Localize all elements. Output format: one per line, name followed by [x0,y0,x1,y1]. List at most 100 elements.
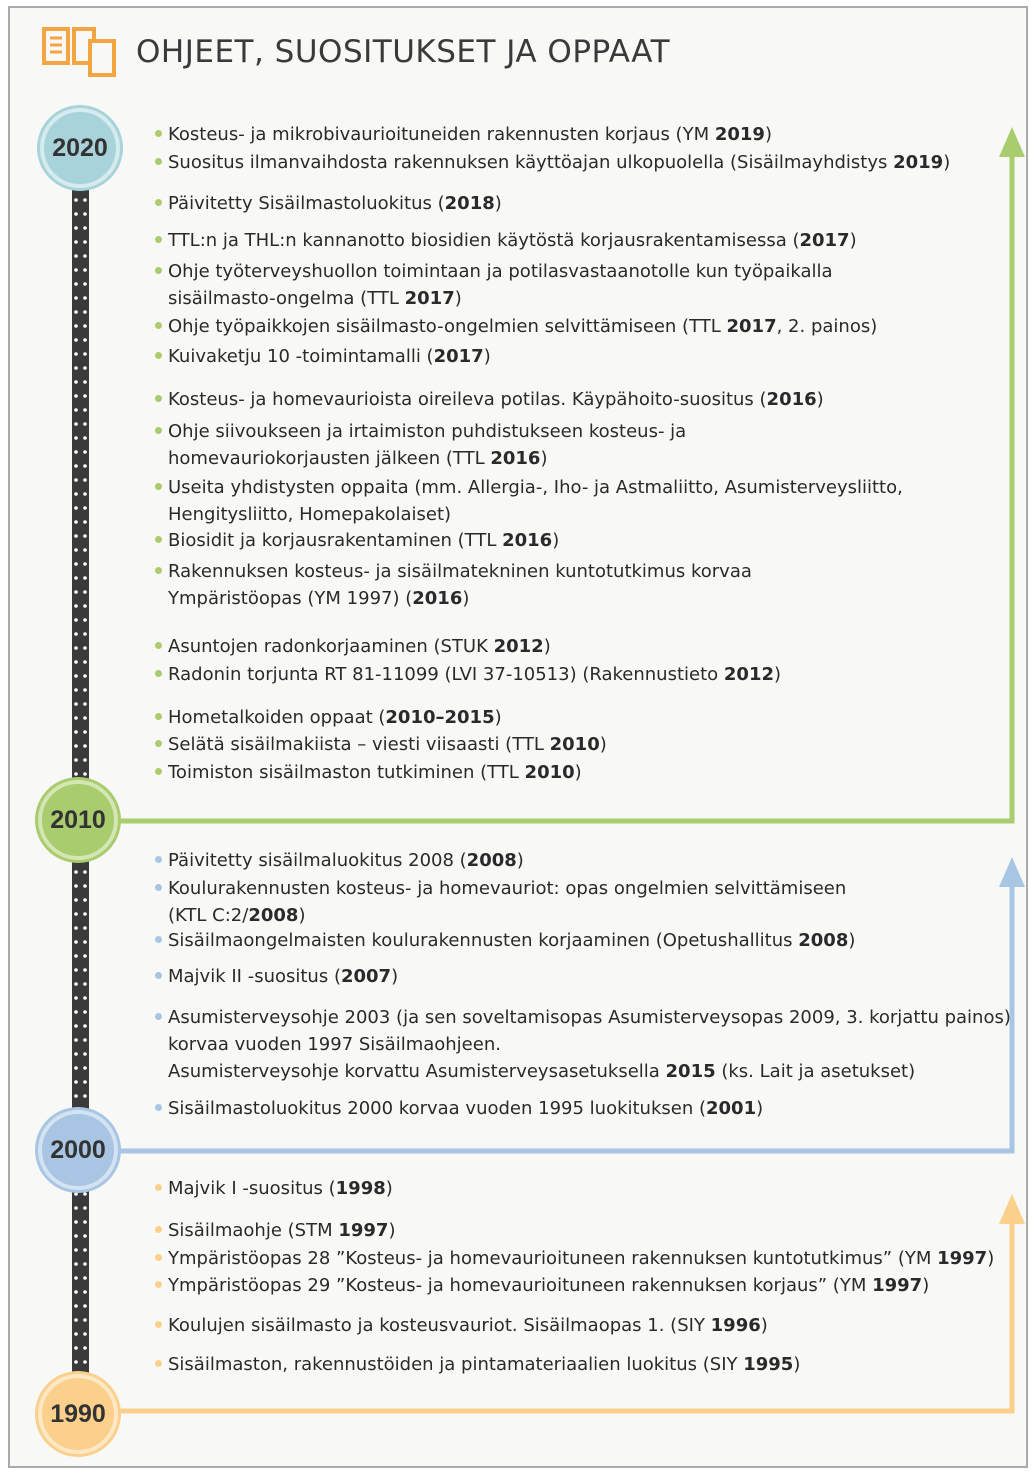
timeline-dot [83,716,87,720]
bullet-dot [155,712,162,720]
publication-item: Toimiston sisäilmaston tutkiminen (TTL 2… [155,759,582,786]
bullet-dot [155,669,162,677]
publication-item: Majvik I -suositus (1998) [155,1175,393,1202]
timeline-dot [74,1262,78,1266]
timeline-dot [74,1066,78,1070]
timeline-dot [83,1318,87,1322]
timeline-dot [83,366,87,370]
timeline-dot [74,352,78,356]
bullet-dot [155,1103,162,1111]
timeline-dot [83,254,87,258]
timeline-dot [83,450,87,454]
bullet-dot [155,1183,162,1191]
timeline-dot [74,198,78,202]
bullet-dot [155,883,162,891]
bullet-dot [155,482,162,490]
timeline-dot [83,506,87,510]
timeline-dot [83,884,87,888]
timeline-dot [74,282,78,286]
publication-line: Asumisterveysohje 2003 (ja sen soveltami… [155,1007,1011,1028]
timeline-dot [83,1066,87,1070]
publication-line: Päivitetty sisäilmaluokitus 2008 (2008) [155,850,524,871]
timeline-dot [74,870,78,874]
publication-item: Rakennuksen kosteus- ja sisäilmatekninen… [155,558,752,612]
timeline-dot [83,1262,87,1266]
publication-item: Asuntojen radonkorjaaminen (STUK 2012) [155,633,551,660]
publication-item: Biosidit ja korjausrakentaminen (TTL 201… [155,527,559,554]
timeline-dot [74,240,78,244]
publication-line: Majvik I -suositus (1998) [155,1178,393,1199]
timeline-dot [83,1304,87,1308]
publication-year: 2010 [524,762,575,783]
bullet-dot [155,1253,162,1261]
timeline-dot [83,324,87,328]
timeline-dot [74,310,78,314]
publication-year: 2008 [798,930,849,951]
timeline-dot [83,394,87,398]
timeline-dot [83,338,87,342]
timeline-dot [83,898,87,902]
timeline-dot [74,576,78,580]
timeline-dot [83,576,87,580]
infographic-frame [8,6,1028,1468]
timeline-dot [74,422,78,426]
timeline-dot [74,436,78,440]
publication-line: Koulujen sisäilmasto ja kosteusvauriot. … [155,1315,768,1336]
publication-item: Sisäilmaongelmaisten koulurakennusten ko… [155,927,855,954]
timeline-dot [83,464,87,468]
timeline-dot [74,1052,78,1056]
publication-line: Päivitetty Sisäilmastoluokitus (2018) [155,193,502,214]
publication-year: 2012 [493,636,544,657]
timeline-dot [74,450,78,454]
timeline-dot [74,716,78,720]
publication-line: korvaa vuoden 1997 Sisäilmaohjeen. [168,1034,501,1055]
timeline-dot [83,492,87,496]
timeline-dot [83,968,87,972]
timeline-dot [74,730,78,734]
timeline-dot [74,534,78,538]
timeline-dot [74,1206,78,1210]
timeline-dot [74,1038,78,1042]
timeline-dot [83,562,87,566]
publication-year: 2017 [404,288,455,309]
timeline-dot [74,296,78,300]
bullet-dot [155,1280,162,1288]
timeline-dot [83,1220,87,1224]
publication-year: 2007 [340,966,392,987]
publication-item: Kuivaketju 10 -toimintamalli (2017) [155,343,491,370]
publication-line: Sisäilmastoluokitus 2000 korvaa vuoden 1… [155,1098,763,1119]
publication-line: Sisäilmaohje (STM 1997) [155,1220,395,1241]
timeline-dot [83,772,87,776]
timeline-dot [83,590,87,594]
timeline-dot [74,1276,78,1280]
publication-line: Rakennuksen kosteus- ja sisäilmatekninen… [155,561,752,582]
publication-line: TTL:n ja THL:n kannanotto biosidien käyt… [155,230,857,251]
timeline-dot [83,282,87,286]
publication-year: 2012 [723,664,774,685]
publication-line: Ohje työterveyshuollon toimintaan ja pot… [155,261,833,282]
timeline-dot [74,1360,78,1364]
timeline-dot [74,394,78,398]
timeline-dot [74,968,78,972]
timeline-dot [83,660,87,664]
bullet-dot [155,1012,162,1020]
timeline-dot [83,198,87,202]
timeline-dot [83,1248,87,1252]
publication-year: 1997 [937,1248,988,1269]
publication-line: Biosidit ja korjausrakentaminen (TTL 201… [155,530,559,551]
timeline-dot [83,688,87,692]
publication-item: Kosteus- ja homevaurioista oireileva pot… [155,386,824,413]
timeline-dot [74,702,78,706]
publication-year: 1995 [743,1354,794,1375]
green-arrow-head [999,127,1025,157]
timeline-dot [74,506,78,510]
publication-line: sisäilmasto-ongelma (TTL 2017) [168,288,462,309]
timeline-dot [74,408,78,412]
bullet-dot [155,566,162,574]
publication-item: Päivitetty Sisäilmastoluokitus (2018) [155,190,502,217]
publication-item: Ohje työpaikkojen sisäilmasto-ongelmien … [155,313,877,340]
timeline-dot [74,772,78,776]
timeline-dot [74,338,78,342]
publication-year: 2001 [706,1098,757,1119]
timeline-dot [83,268,87,272]
